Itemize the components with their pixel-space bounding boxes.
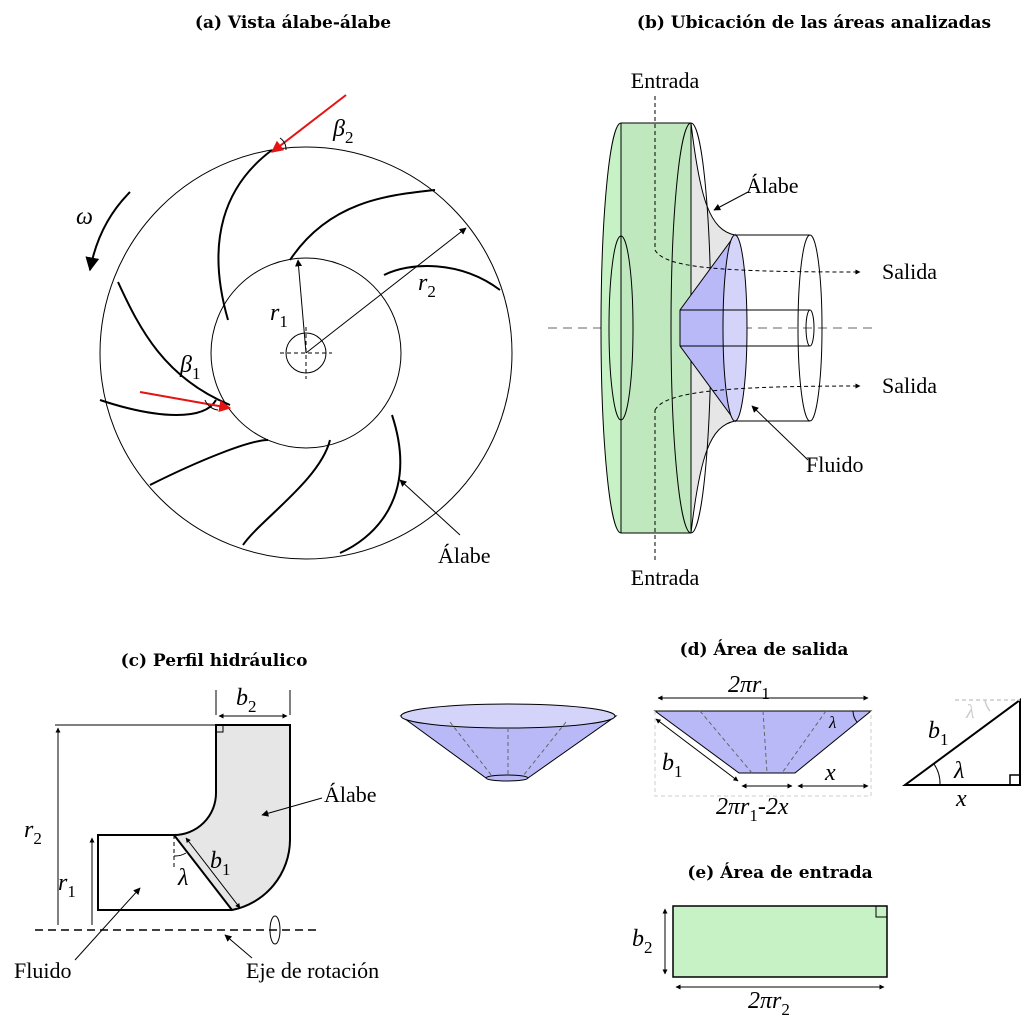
blade-6 — [339, 414, 402, 554]
outlet-label-bottom: Salida — [882, 373, 937, 398]
inlet-velocity-arrow — [139, 391, 232, 413]
fluid-profile — [97, 834, 232, 911]
lambda-label-t: λ — [953, 758, 964, 784]
blade-4 — [149, 439, 269, 486]
bottom-width-label: 2πr1-2x — [716, 794, 789, 825]
r1-label: r1 — [270, 300, 288, 331]
beta2-arc — [279, 137, 287, 151]
b1-label-d: b1 — [662, 750, 683, 781]
blade-label-a: Álabe — [438, 543, 491, 568]
two-pi-r1-label: 2πr1 — [728, 672, 770, 703]
lambda-arc-c — [173, 852, 187, 857]
panel-e-title: (e) Área de entrada — [687, 862, 872, 883]
fluid-label-c: Fluido — [14, 958, 71, 983]
fluid-cone-face — [722, 234, 748, 422]
panel-d-outlet-area: 2πr1 b1 2πr1-2x x λ — [653, 672, 873, 825]
outlet-label-top: Salida — [882, 259, 937, 284]
panel-a-title: (a) Vista álabe-álabe — [195, 13, 391, 33]
right-angle-mark-c — [215, 724, 224, 733]
panel-e-inlet-area: b2 2πr2 — [632, 905, 888, 1016]
panel-a-impeller-view: r1 r2 β2 β1 ω Álabe — [76, 94, 513, 568]
b1-label-t: b1 — [928, 718, 949, 749]
panel-b-title: (b) Ubicación de las áreas analizadas — [637, 13, 991, 33]
inlet-label-bottom: Entrada — [631, 565, 700, 590]
outer-circle — [99, 146, 513, 560]
triangle-shape — [901, 698, 1021, 786]
blade-label-c: Álabe — [324, 782, 377, 807]
blades — [99, 149, 501, 554]
r1-vector — [295, 259, 307, 354]
axis-pointer-c — [224, 934, 253, 959]
panel-d-title: (d) Área de salida — [680, 639, 849, 660]
lambda-label-c: λ — [177, 865, 188, 891]
inlet-inner-ring — [608, 235, 634, 421]
r2-vector — [305, 227, 467, 354]
beta2-label: β2 — [332, 116, 353, 147]
beta1-arc — [204, 399, 219, 411]
blade-3 — [99, 399, 217, 416]
axis-label-c: Eje de rotación — [246, 958, 379, 983]
blade-profile — [171, 724, 291, 912]
blade-pointer-a — [399, 479, 461, 536]
inlet-rectangle — [672, 905, 888, 978]
blade-label-b: Álabe — [746, 173, 799, 198]
trap-gen-3 — [781, 710, 827, 774]
blade-8 — [289, 189, 436, 261]
right-angle-mark-t — [1009, 774, 1021, 786]
cone-base — [485, 774, 529, 782]
panel-c-hydraulic-profile: r2 r1 b2 b1 λ Álabe Fluido Eje de rotaci… — [14, 685, 379, 983]
fluid-label-b: Fluido — [806, 452, 863, 477]
trap-bounding-box — [654, 711, 872, 797]
panel-b-isometric-view: Entrada Entrada Salida Salida Álabe Flui… — [548, 68, 937, 590]
lambda-arc-t — [933, 763, 941, 786]
rotation-arrow — [85, 191, 131, 272]
blade-pointer-b — [713, 191, 749, 211]
beta1-label: β1 — [179, 352, 200, 383]
right-angle-mark-e — [875, 905, 888, 918]
b1-dim-d — [655, 718, 739, 782]
x-label-t: x — [955, 786, 967, 812]
outlet-trapezoid — [653, 710, 873, 774]
b1-label-c: b1 — [210, 848, 231, 879]
blade-2 — [117, 281, 231, 406]
fluid-pointer-c — [74, 887, 141, 961]
r2-label: r2 — [418, 270, 436, 301]
inner-circle — [210, 257, 402, 449]
trap-gen-2 — [762, 710, 768, 774]
outlet-cone-illustration — [399, 703, 618, 782]
panel-c-title: (c) Perfil hidráulico — [121, 651, 308, 671]
outlet-cyl-end — [797, 234, 823, 422]
two-pi-r2-label: 2πr2 — [748, 988, 790, 1016]
r2-label-c: r2 — [24, 817, 42, 848]
blade-5 — [242, 439, 331, 546]
omega-label: ω — [76, 204, 93, 230]
fluid-pointer-b — [751, 405, 809, 461]
blade-1 — [217, 149, 273, 321]
ghost-lambda-arc — [984, 699, 991, 712]
inlet-label-top: Entrada — [631, 68, 700, 93]
cone-gen-3 — [522, 721, 567, 777]
b2-label-e: b2 — [632, 926, 653, 957]
cone-rim — [400, 703, 616, 729]
blade-pointer-c — [261, 797, 323, 817]
x-label-d: x — [824, 760, 836, 786]
rotation-symbol — [269, 915, 281, 945]
shaft-end — [805, 309, 815, 347]
r1-label-c: r1 — [58, 870, 76, 901]
flow-out-bottom — [654, 383, 861, 411]
lambda-arc-d — [852, 710, 858, 723]
b2-label-c: b2 — [236, 685, 257, 716]
right-triangle: λ λ b1 x — [901, 698, 1021, 812]
blade-7 — [383, 264, 501, 291]
b1-dim — [185, 837, 241, 909]
flow-out-top — [654, 249, 861, 275]
lambda-label-d: λ — [828, 713, 836, 732]
cone-gen-1 — [449, 721, 493, 777]
ghost-lambda-label: λ — [965, 701, 975, 723]
